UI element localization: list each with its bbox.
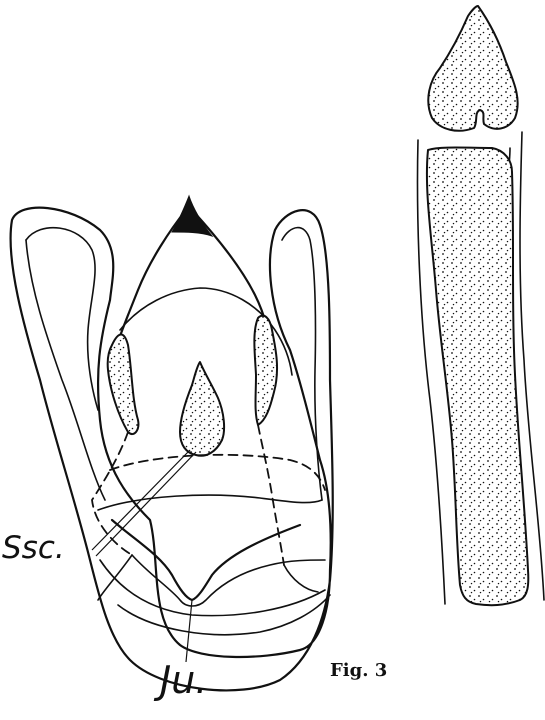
juxta-upper-line bbox=[98, 495, 322, 510]
leader-line-ssc bbox=[92, 450, 190, 550]
left-valva-inner-line bbox=[26, 228, 98, 410]
figure-caption: Fig. 3 bbox=[330, 660, 387, 681]
outer-capsule-outline bbox=[11, 208, 333, 691]
left-sclerite bbox=[108, 334, 139, 434]
right-dashed-contour bbox=[258, 425, 284, 565]
central-sclerite-ssc bbox=[180, 362, 224, 456]
right-sclerite bbox=[254, 316, 277, 425]
aedeagus-lateral-view bbox=[418, 6, 545, 605]
saccus-lower-line bbox=[100, 560, 325, 616]
lower-dashed-arc bbox=[110, 455, 325, 490]
saccus-right-side bbox=[284, 565, 318, 592]
genitalia-ventral-view bbox=[11, 196, 333, 690]
uncus-tip-dark bbox=[172, 196, 212, 236]
saccus-left-side bbox=[98, 555, 132, 600]
cornutus-tip bbox=[428, 6, 517, 131]
label-ssc: Ssc. bbox=[2, 530, 65, 566]
juxta-curve bbox=[112, 520, 300, 600]
label-ju: Ju. bbox=[160, 658, 207, 702]
